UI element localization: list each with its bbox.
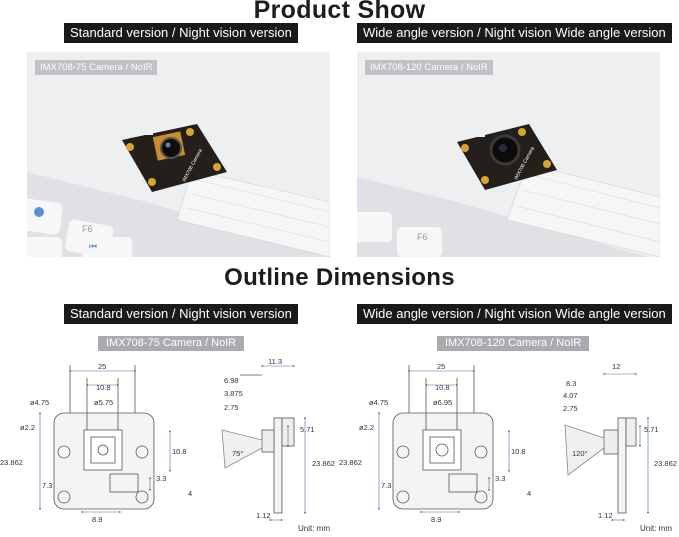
- standard-camera-photo: F6 ⏮ IMX708 Camera IMX708-75 Camera / No…: [27, 52, 330, 257]
- svg-text:8.9: 8.9: [92, 515, 102, 524]
- svg-text:ø5.75: ø5.75: [94, 398, 113, 407]
- standard-front-view: [53, 365, 155, 510]
- svg-text:3.875: 3.875: [224, 389, 243, 398]
- keyboard-key-icon: [34, 207, 44, 217]
- camera-board: IMX708 Camera: [122, 124, 227, 192]
- wide-camera-label: IMX708-120 Camera / NoIR: [365, 60, 493, 75]
- svg-text:5.71: 5.71: [300, 425, 315, 434]
- standard-outline-caption: IMX708-75 Camera / NoIR: [98, 336, 245, 351]
- svg-text:ø4.75: ø4.75: [30, 398, 49, 407]
- svg-text:⏮: ⏮: [89, 241, 97, 251]
- wide-front-view: [392, 365, 494, 510]
- svg-text:25: 25: [98, 362, 106, 371]
- wide-outline-tag: Wide angle version / Night vision Wide a…: [357, 304, 672, 324]
- svg-text:4.07: 4.07: [563, 391, 578, 400]
- svg-text:8.9: 8.9: [431, 515, 441, 524]
- svg-text:11.3: 11.3: [268, 357, 282, 366]
- wide-camera-photo: F6 IMX708 Camera IMX708-120 Camera / NoI…: [357, 52, 660, 257]
- svg-text:8.3: 8.3: [566, 379, 576, 388]
- unit-label-wide: Unit: mm: [640, 524, 672, 533]
- svg-text:7.3: 7.3: [42, 481, 52, 490]
- svg-text:10.8: 10.8: [435, 383, 450, 392]
- camera-board-wide: IMX708 Camera: [457, 124, 557, 190]
- wide-side-view: [564, 417, 637, 514]
- svg-text:10.8: 10.8: [172, 447, 187, 456]
- svg-text:10.8: 10.8: [511, 447, 526, 456]
- svg-text:1.12: 1.12: [598, 511, 613, 520]
- svg-text:ø2.2: ø2.2: [359, 423, 374, 432]
- svg-text:23.862: 23.862: [654, 459, 677, 468]
- svg-text:ø6.95: ø6.95: [433, 398, 452, 407]
- svg-text:ø2.2: ø2.2: [20, 423, 35, 432]
- svg-text:12: 12: [612, 362, 620, 371]
- svg-text:3.3: 3.3: [495, 474, 505, 483]
- svg-text:7.3: 7.3: [381, 481, 391, 490]
- product-show-heading: Product Show: [253, 0, 426, 24]
- standard-camera-label: IMX708-75 Camera / NoIR: [35, 60, 158, 75]
- standard-outline-tag: Standard version / Night vision version: [64, 304, 298, 324]
- svg-text:5.71: 5.71: [644, 425, 659, 434]
- keyboard-key-label-wide: F6: [417, 232, 428, 242]
- svg-text:2.75: 2.75: [224, 403, 239, 412]
- svg-text:120°: 120°: [572, 449, 588, 458]
- svg-text:23.862: 23.862: [339, 458, 362, 467]
- wide-version-tag: Wide angle version / Night vision Wide a…: [357, 23, 672, 43]
- svg-text:6.98: 6.98: [224, 376, 239, 385]
- svg-text:1.12: 1.12: [256, 511, 271, 520]
- svg-text:2.75: 2.75: [563, 404, 578, 413]
- svg-text:10.8: 10.8: [96, 383, 111, 392]
- svg-text:25: 25: [437, 362, 445, 371]
- svg-text:ø4.75: ø4.75: [369, 398, 388, 407]
- keyboard-key-label: F6: [82, 224, 93, 234]
- svg-text:23.862: 23.862: [312, 459, 335, 468]
- unit-label-standard: Unit: mm: [298, 524, 330, 533]
- wide-camera-scene: F6 IMX708 Camera: [357, 52, 660, 257]
- svg-text:75°: 75°: [232, 449, 243, 458]
- svg-text:4: 4: [188, 489, 192, 498]
- svg-text:3.3: 3.3: [156, 474, 166, 483]
- outline-dimensions-heading: Outline Dimensions: [224, 264, 455, 291]
- svg-text:4: 4: [527, 489, 531, 498]
- standard-version-tag: Standard version / Night vision version: [64, 23, 298, 43]
- svg-text:23.862: 23.862: [0, 458, 23, 467]
- standard-camera-scene: F6 ⏮ IMX708 Camera: [27, 52, 330, 257]
- wide-outline-caption: IMX708-120 Camera / NoIR: [437, 336, 590, 351]
